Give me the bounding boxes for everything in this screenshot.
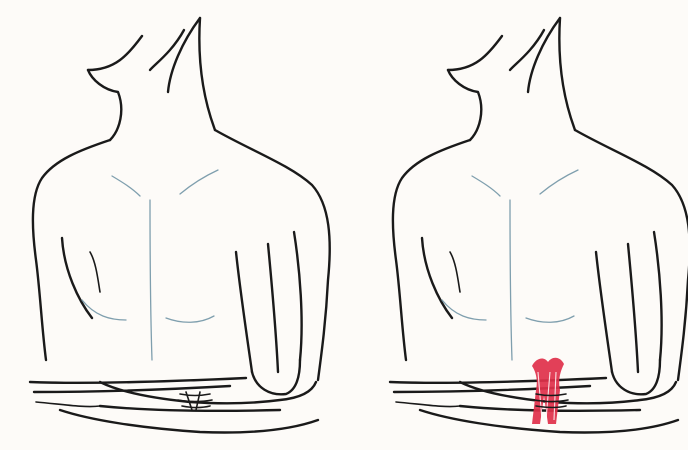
wrist-detail-left [178,392,212,410]
figure-right [390,18,688,433]
highlighted-region [532,358,568,424]
figure-left [30,18,330,433]
